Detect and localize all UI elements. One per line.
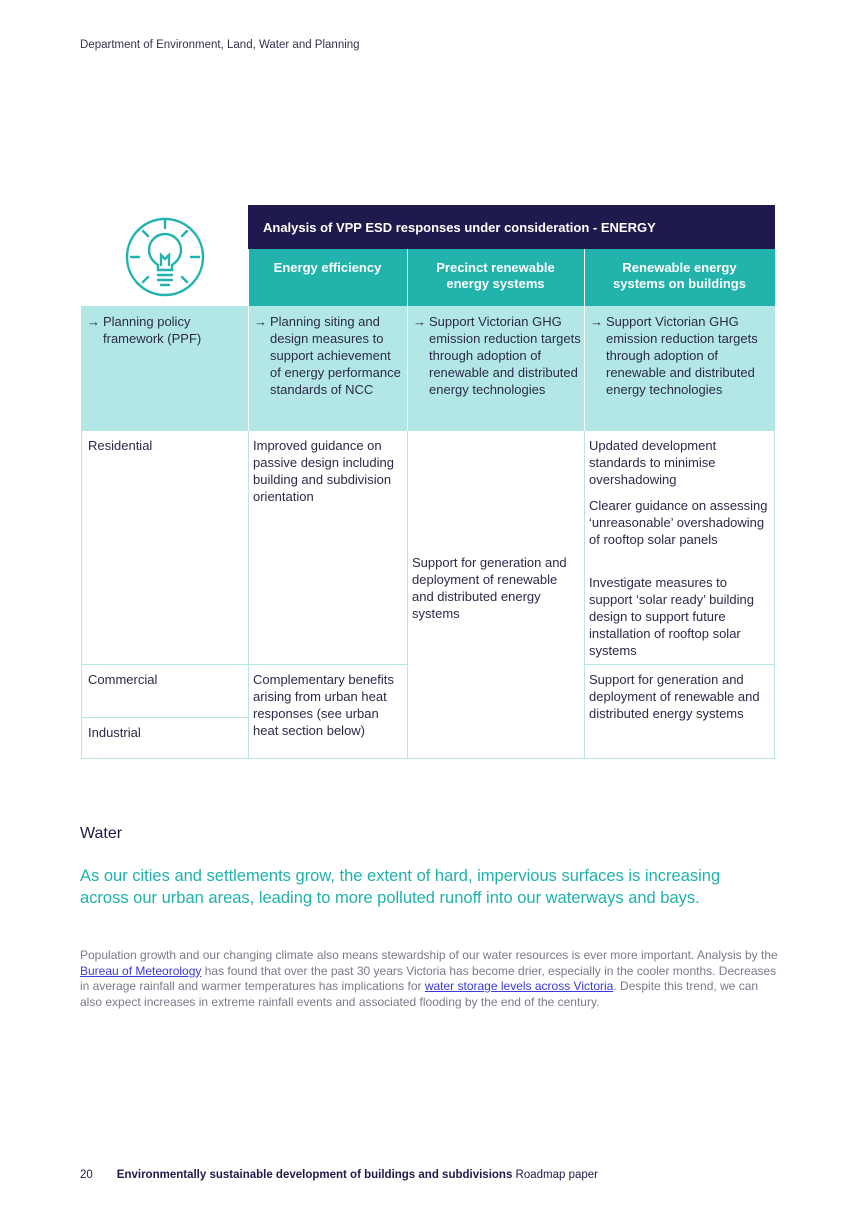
document-header: Department of Environment, Land, Water a…: [80, 39, 360, 51]
page-number: 20: [80, 1169, 93, 1181]
column-header-renewable-buildings: Renewable energy systems on buildings: [584, 249, 775, 306]
icon-cell: [81, 205, 248, 306]
ppf-row: [81, 306, 775, 431]
ppf-energy-efficiency: → Planning siting and design measures to…: [254, 314, 401, 397]
column-header-energy-efficiency: Energy efficiency: [248, 249, 407, 306]
ppf-label: → Planning policy framework (PPF): [87, 314, 202, 346]
row-label-industrial: Industrial: [88, 725, 141, 740]
commercial-industrial-energy-efficiency: Complementary benefits arising from urba…: [253, 672, 394, 738]
water-lead-paragraph: As our cities and settlements grow, the …: [80, 867, 721, 907]
lightbulb-icon: [125, 217, 204, 296]
ppf-precinct-renewable: → Support Victorian GHG emission reducti…: [413, 314, 581, 397]
arrow-right-icon: →: [254, 314, 267, 329]
ppf-renewable-buildings: → Support Victorian GHG emission reducti…: [590, 314, 758, 397]
residential-renewable-item: Clearer guidance on assessing ‘unreasona…: [589, 498, 768, 547]
residential-renewable-item: Investigate measures to support ‘solar r…: [589, 575, 755, 658]
link-bureau-of-meteorology[interactable]: Bureau of Meteorology: [80, 963, 202, 978]
row-label-commercial: Commercial: [88, 672, 158, 687]
section-heading-water: Water: [80, 825, 123, 842]
footer-title: Environmentally sustainable development …: [116, 1169, 513, 1181]
column-header-precinct-renewable: Precinct renewable energy systems: [407, 249, 584, 306]
commercial-industrial-renewable: Support for generation and deployment of…: [589, 672, 760, 721]
precinct-renewable-residential-commercial-industrial: Support for generation and deployment of…: [412, 555, 567, 621]
table-title: Analysis of VPP ESD responses under cons…: [248, 205, 775, 249]
arrow-right-icon: →: [87, 314, 100, 329]
arrow-right-icon: →: [413, 314, 426, 329]
water-body-paragraph: Population growth and our changing clima…: [80, 948, 778, 1009]
residential-energy-efficiency: Improved guidance on passive design incl…: [253, 438, 394, 504]
page-footer: 20 Environmentally sustainable developmen…: [80, 1169, 598, 1181]
residential-renewable-item: Updated development standards to minimis…: [589, 438, 717, 487]
link-water-storage-levels[interactable]: water storage levels across Victoria: [424, 979, 614, 993]
footer-subtitle: Roadmap paper: [512, 1169, 599, 1181]
row-label-residential: Residential: [88, 438, 153, 453]
arrow-right-icon: →: [590, 314, 603, 329]
